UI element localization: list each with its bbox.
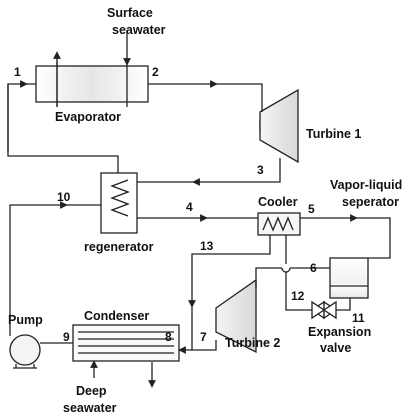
pipes xyxy=(7,80,391,354)
label-deep: Deep xyxy=(76,384,107,398)
evaporator xyxy=(35,61,149,107)
surface-seawater-flow xyxy=(53,30,131,107)
label-expansion: Expansion xyxy=(308,325,371,339)
state-10: 10 xyxy=(57,190,71,204)
label-seawater-top: seawater xyxy=(112,23,166,37)
label-surface: Surface xyxy=(107,6,153,20)
state-6: 6 xyxy=(310,261,317,275)
state-7: 7 xyxy=(200,330,207,344)
label-condenser: Condenser xyxy=(84,309,149,323)
state-11: 11 xyxy=(352,311,365,325)
turbine-2 xyxy=(215,278,257,354)
state-1: 1 xyxy=(14,65,21,79)
state-8: 8 xyxy=(165,330,172,344)
condenser xyxy=(72,324,180,362)
label-evaporator: Evaporator xyxy=(55,110,121,124)
deep-seawater-flow xyxy=(90,360,156,388)
label-pump: Pump xyxy=(8,313,43,327)
pump xyxy=(9,334,41,369)
state-2: 2 xyxy=(152,65,159,79)
label-vapor-liquid: Vapor-liquid xyxy=(330,178,402,192)
turbine-1-body xyxy=(259,88,299,164)
label-turbine-2: Turbine 2 xyxy=(225,336,280,350)
state-4: 4 xyxy=(186,200,193,214)
expansion-valve xyxy=(310,300,338,320)
label-seperator: seperator xyxy=(342,195,399,209)
label-turbine-1: Turbine 1 xyxy=(306,127,361,141)
state-3: 3 xyxy=(257,163,264,177)
label-deep-seawater: seawater xyxy=(63,401,117,415)
vapor-liquid-separator xyxy=(329,257,369,299)
state-12: 12 xyxy=(291,289,305,303)
regenerator xyxy=(100,172,138,234)
state-5: 5 xyxy=(308,202,315,216)
cooler xyxy=(257,212,301,236)
label-cooler: Cooler xyxy=(258,195,298,209)
label-valve: valve xyxy=(320,341,351,355)
state-9: 9 xyxy=(63,330,70,344)
label-regenerator: regenerator xyxy=(84,240,154,254)
state-13: 13 xyxy=(200,239,214,253)
